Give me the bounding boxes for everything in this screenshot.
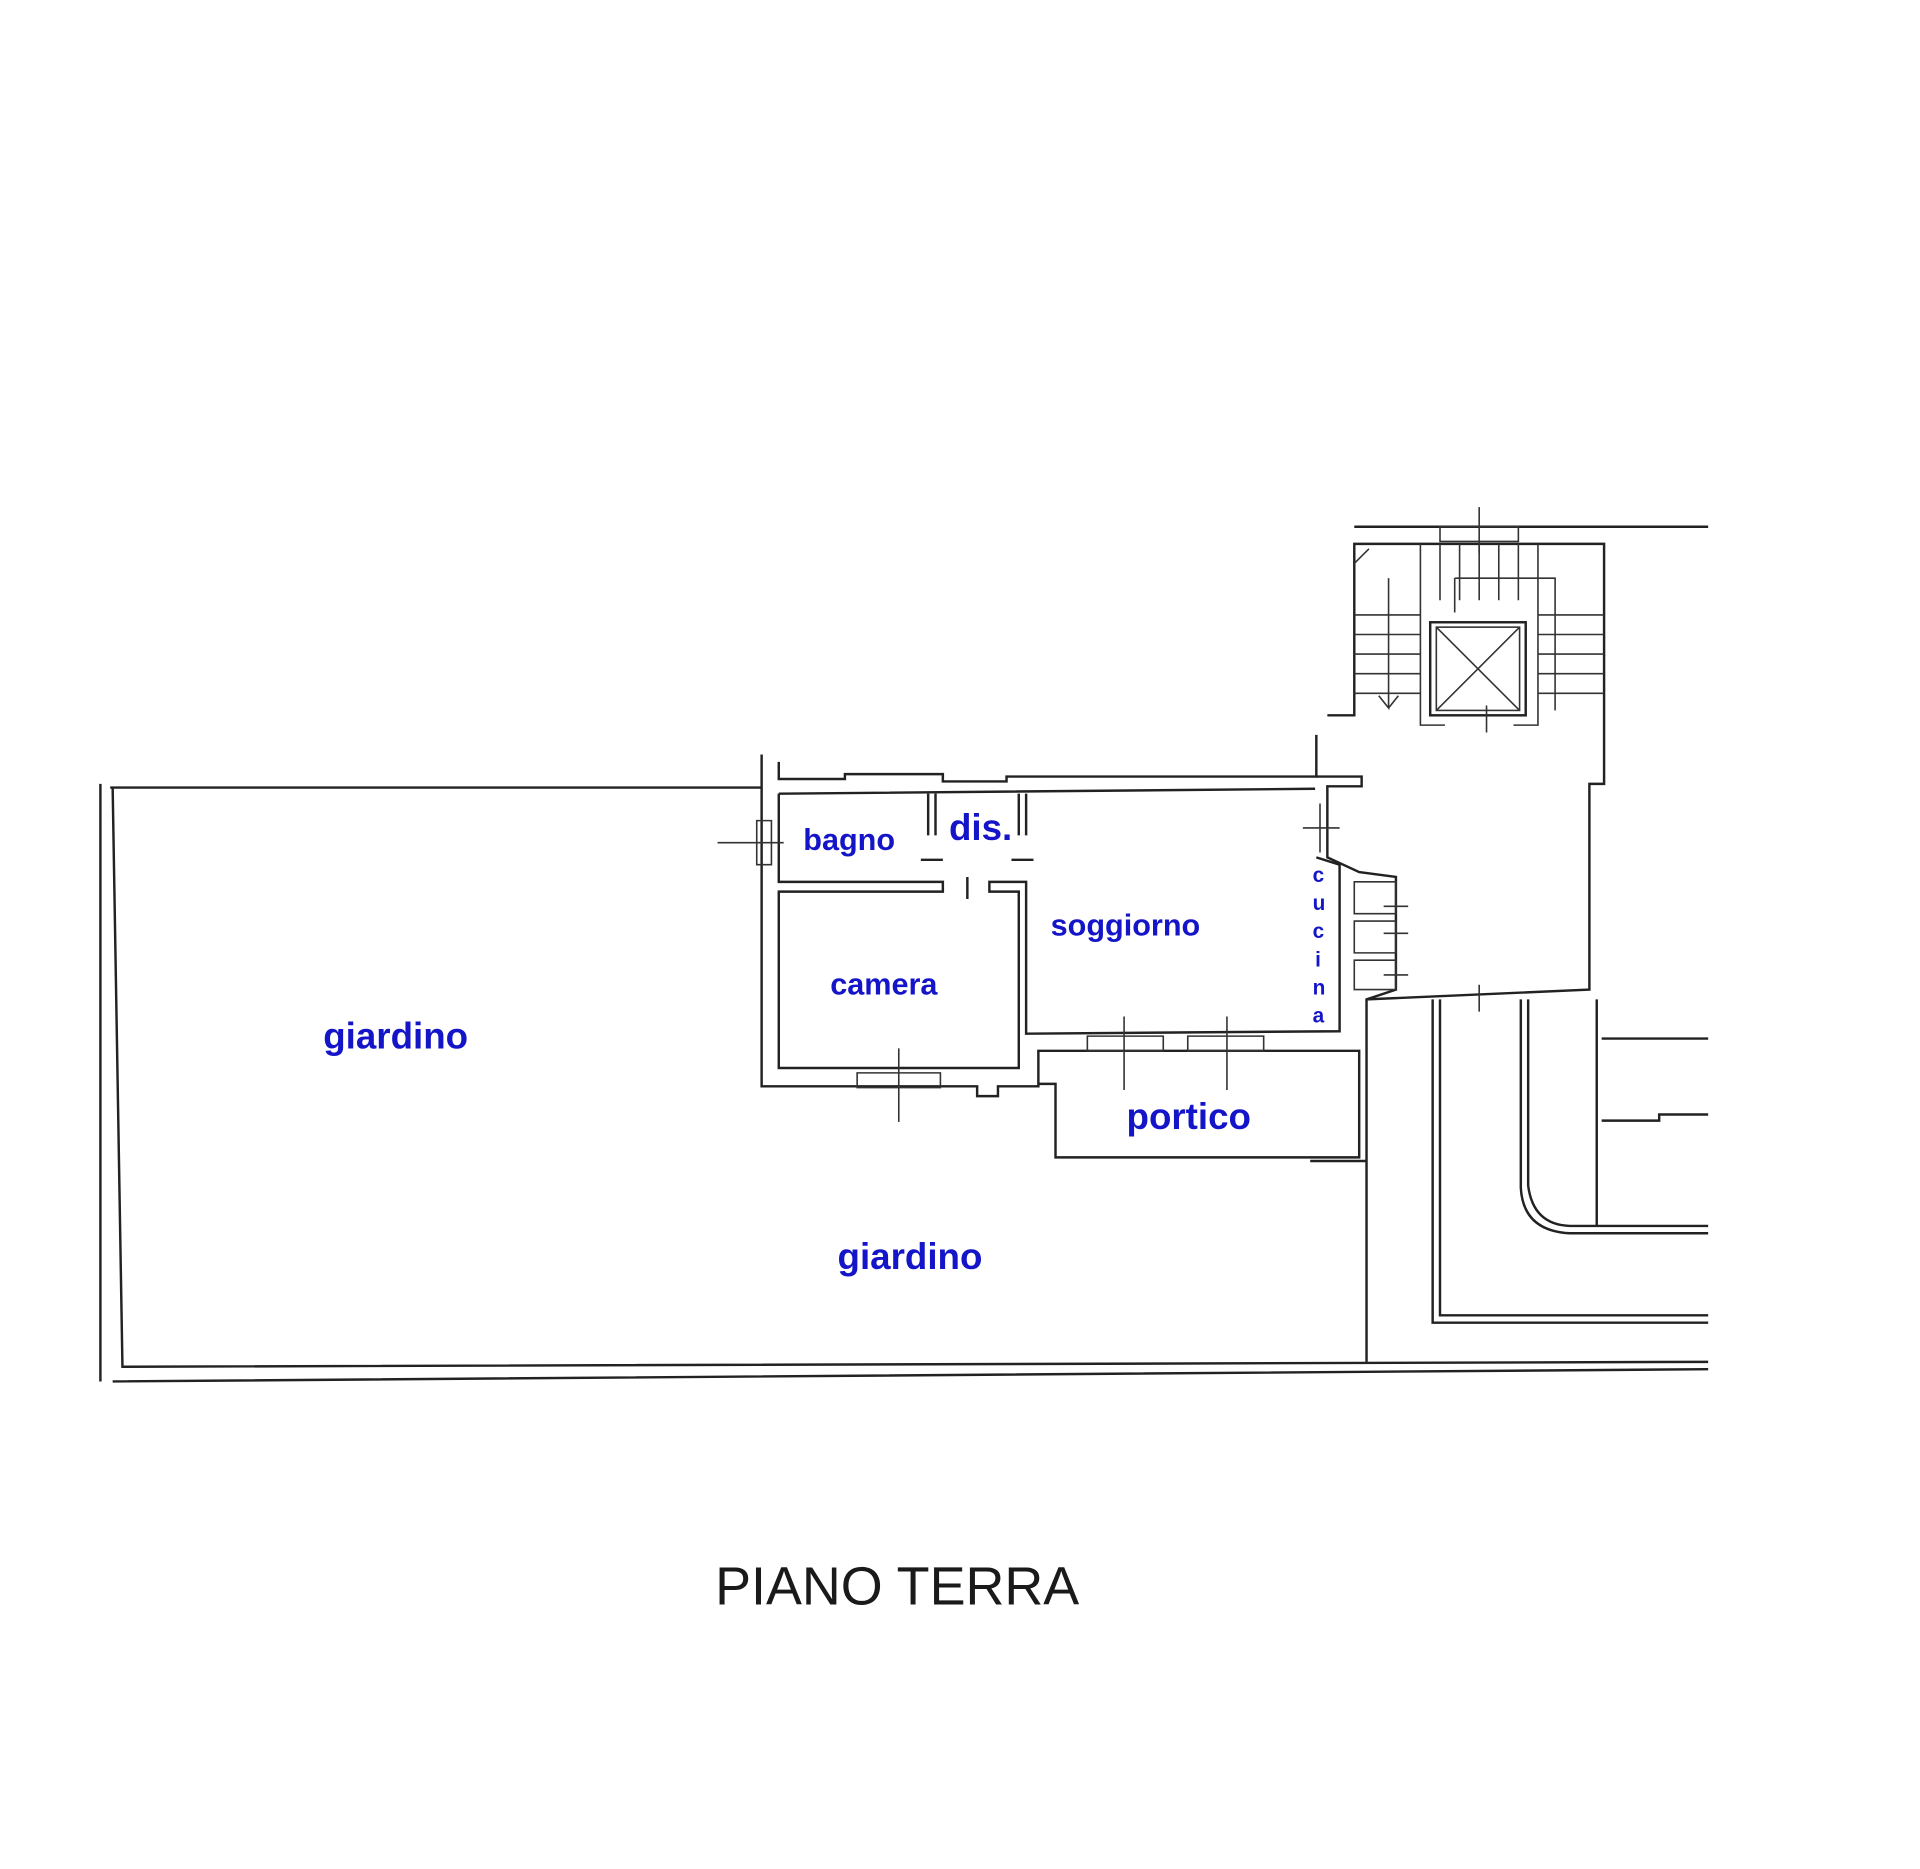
- room-label-camera: camera: [830, 968, 938, 1002]
- svg-text:c: c: [1313, 864, 1325, 887]
- room-label-cucina: c u c i n a: [1313, 864, 1326, 1028]
- room-label-bagno: bagno: [803, 823, 895, 857]
- room-label-giardino-left: giardino: [323, 1015, 468, 1056]
- room-label-soggiorno: soggiorno: [1051, 909, 1201, 943]
- apartment-walls: [760, 525, 1709, 1362]
- room-label-dis: dis.: [949, 807, 1012, 848]
- floor-title: PIANO TERRA: [715, 1556, 1079, 1616]
- svg-text:u: u: [1313, 892, 1326, 915]
- svg-text:c: c: [1313, 920, 1325, 943]
- svg-text:i: i: [1315, 948, 1321, 971]
- garden-boundary: [99, 783, 1709, 1383]
- windows: [717, 507, 1520, 1122]
- svg-text:a: a: [1313, 1005, 1325, 1028]
- elevator-icon: [1428, 621, 1527, 733]
- room-label-portico: portico: [1127, 1096, 1251, 1137]
- meter-boxes: [1353, 881, 1480, 1012]
- room-label-giardino-bottom: giardino: [838, 1236, 983, 1277]
- stairwell: [1353, 543, 1605, 726]
- svg-text:n: n: [1313, 977, 1326, 1000]
